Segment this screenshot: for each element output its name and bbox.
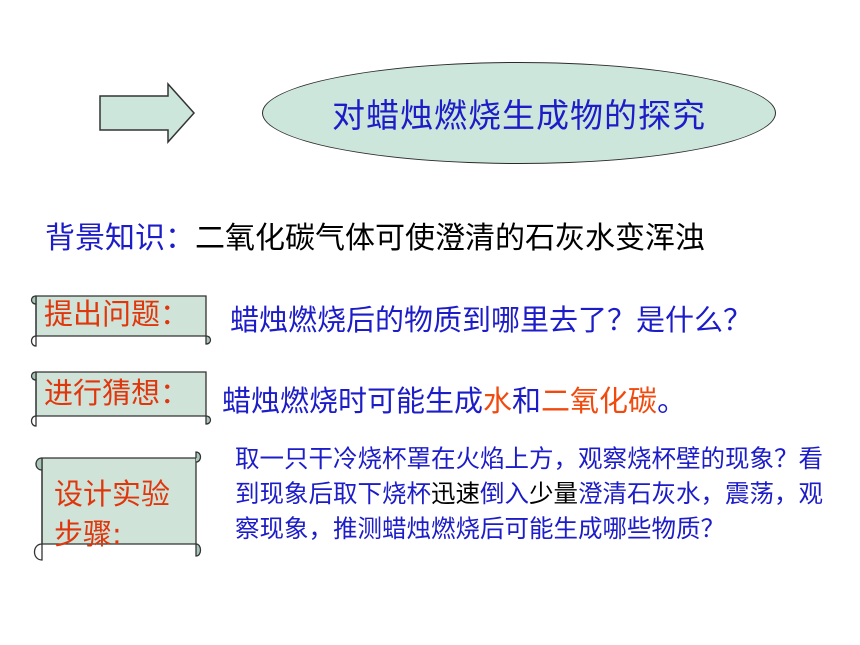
design-p1: 取一只干冷烧杯罩在火焰上方，观察烧杯壁的现象？看到现象后取下: [235, 444, 823, 508]
background-text: 二氧化碳气体可使澄清的石灰水变浑浊: [195, 221, 705, 256]
hypothesis-text: 蜡烛燃烧时可能生成水和二氧化碳。: [222, 378, 686, 420]
design-label-line2: 步骤:: [54, 517, 122, 551]
background-label: 背景知识：: [45, 221, 195, 256]
design-steps-text: 取一只干冷烧杯罩在火焰上方，观察烧杯壁的现象？看到现象后取下烧杯迅速倒入少量澄清…: [235, 441, 845, 546]
scroll-banner-hypothesis: [30, 371, 212, 427]
design-label-line1: 设计实验: [54, 477, 171, 511]
design-p6: 澄清: [578, 479, 627, 508]
background-knowledge: 背景知识：二氧化碳气体可使澄清的石灰水变浑浊: [45, 213, 705, 257]
scroll-banner-design: [33, 451, 202, 561]
question-text: 蜡烛燃烧后的物质到哪里去了？是什么？: [230, 303, 753, 337]
question-label: 提出问题：: [44, 297, 190, 331]
design-label: 设计实验 步骤:: [54, 474, 170, 554]
hypothesis-text-a: 蜡烛燃烧时可能生成: [222, 384, 484, 418]
design-p5: 少量: [529, 479, 578, 508]
right-arrow-icon: [99, 82, 196, 144]
hypothesis-label: 进行猜想：: [44, 376, 190, 410]
hypothesis-water: 水: [483, 384, 513, 418]
design-p7: 石灰水，震荡，观察现象，推测蜡烛燃烧后可能生成哪些物质？: [235, 479, 823, 543]
design-p4: 倒入: [480, 479, 529, 508]
hypothesis-co2: 二氧化碳: [541, 384, 658, 418]
page-title: 对蜡烛燃烧生成物的探究: [332, 96, 706, 135]
title-oval: 对蜡烛燃烧生成物的探究: [262, 62, 776, 164]
hypothesis-end: 。: [657, 384, 687, 418]
design-p2: 烧杯: [382, 479, 431, 508]
scroll-banner-question: [30, 295, 212, 347]
hypothesis-conj: 和: [512, 384, 542, 418]
design-p3: 迅速: [431, 479, 480, 508]
